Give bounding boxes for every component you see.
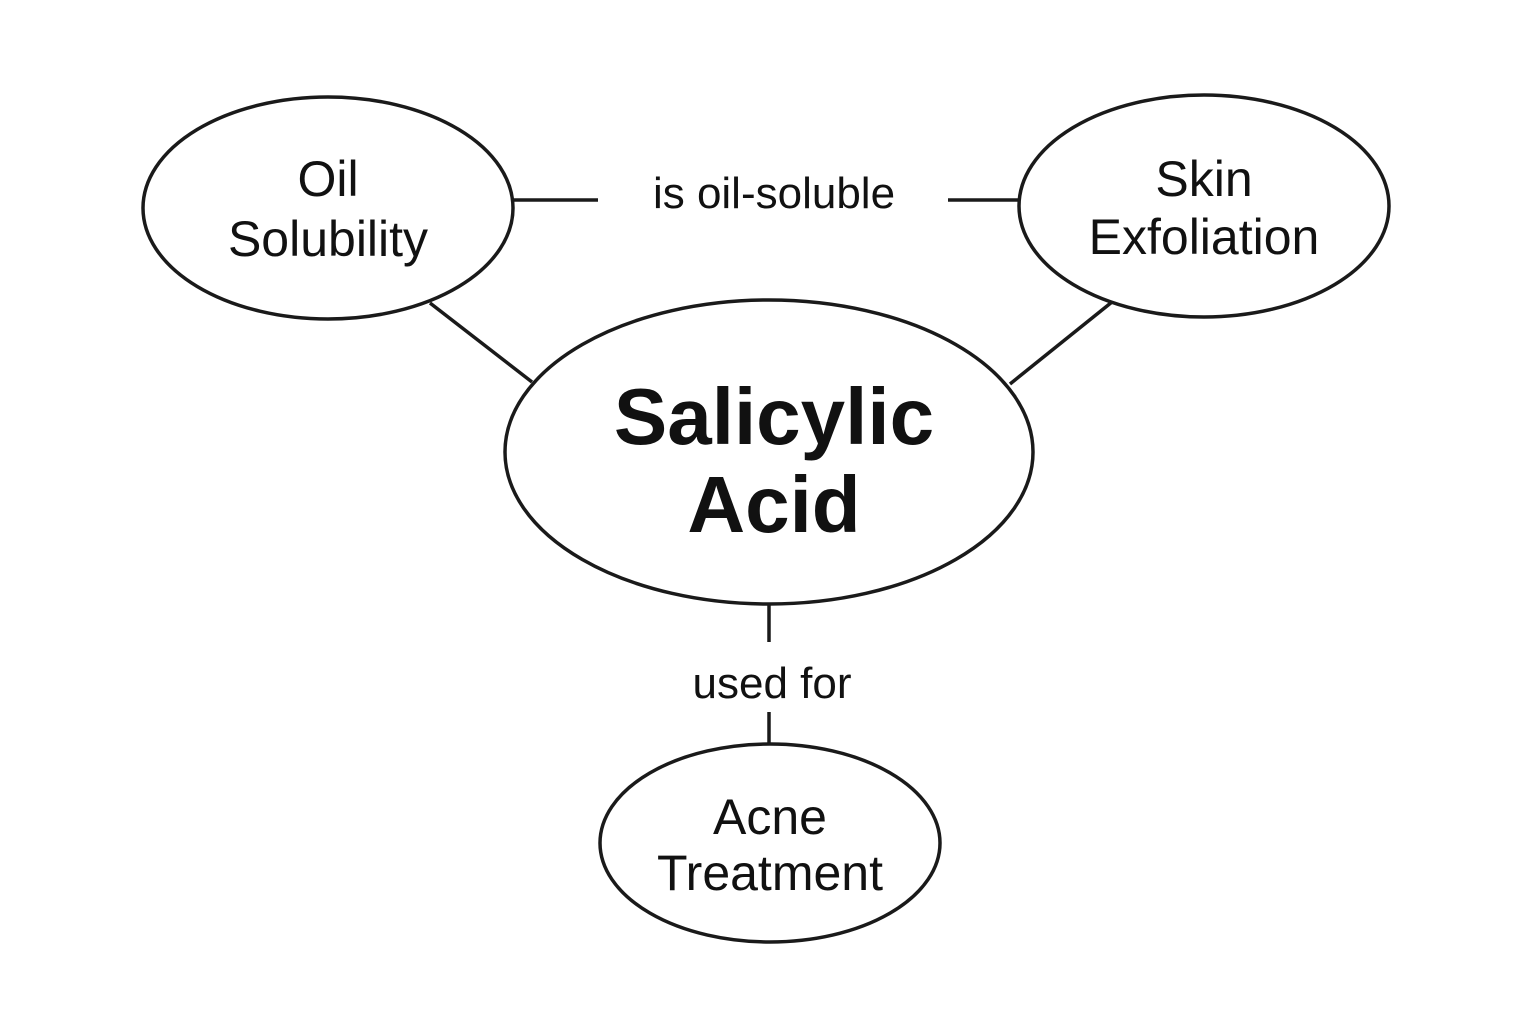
- edge-label-is-oil-soluble: is oil-soluble: [653, 169, 895, 218]
- node-acne-treatment-ellipse: [598, 742, 942, 944]
- node-acne-treatment-line2: Treatment: [657, 845, 883, 901]
- node-salicylic-acid-ellipse: [503, 298, 1035, 606]
- node-oil-solubility-ellipse: [141, 95, 515, 321]
- edge-label-used-for: used for: [693, 659, 852, 708]
- edge-skin-to-center: [1008, 300, 1114, 386]
- node-skin-exfoliation: Skin Exfoliation: [1017, 93, 1391, 319]
- node-skin-exfoliation-line1: Skin: [1155, 151, 1252, 207]
- node-acne-treatment: Acne Treatment: [598, 742, 942, 944]
- node-oil-solubility-line2: Solubility: [228, 211, 428, 267]
- node-skin-exfoliation-line2: Exfoliation: [1089, 209, 1320, 265]
- node-skin-exfoliation-ellipse: [1017, 93, 1391, 319]
- node-salicylic-acid-line1: Salicylic: [614, 372, 934, 461]
- node-salicylic-acid-line2: Acid: [687, 460, 860, 549]
- node-oil-solubility: Oil Solubility: [141, 95, 515, 321]
- node-oil-solubility-line1: Oil: [297, 151, 358, 207]
- node-acne-treatment-line1: Acne: [713, 789, 827, 845]
- node-salicylic-acid: Salicylic Acid: [503, 298, 1035, 606]
- edge-oil-to-center: [428, 301, 534, 384]
